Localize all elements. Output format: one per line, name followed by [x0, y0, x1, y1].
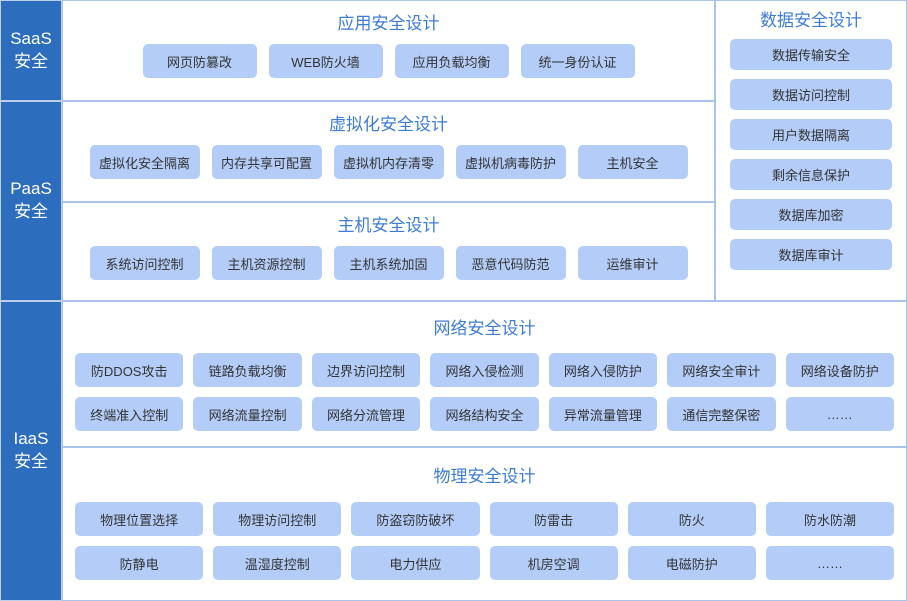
chip-data-4[interactable]: 数据库加密 [730, 199, 892, 230]
chip-physical-r2-5[interactable]: …… [765, 546, 895, 580]
chip-host-1[interactable]: 主机资源控制 [211, 246, 322, 280]
panel-physical-security: 物理安全设计 物理位置选择 物理访问控制 防盗窃防破坏 防雷击 防火 防水防潮 … [62, 447, 907, 601]
chip-virtualization-2[interactable]: 虚拟机内存清零 [333, 145, 444, 179]
chip-network-r2-3[interactable]: 网络结构安全 [430, 397, 539, 431]
chip-physical-r1-1[interactable]: 物理访问控制 [213, 502, 342, 536]
panel-data-security: 数据安全设计 数据传输安全 数据访问控制 用户数据隔离 剩余信息保护 数据库加密… [715, 0, 907, 301]
panel-host-security-title: 主机安全设计 [337, 216, 440, 235]
physical-security-row-2: 防静电 温湿度控制 电力供应 机房空调 电磁防护 …… [63, 546, 906, 580]
virtualization-security-row: 虚拟化安全隔离 内存共享可配置 虚拟机内存清零 虚拟机病毒防护 主机安全 [63, 145, 714, 179]
rail-iaas-line1: IaaS [13, 429, 49, 449]
panel-virtualization-security: 虚拟化安全设计 虚拟化安全隔离 内存共享可配置 虚拟机内存清零 虚拟机病毒防护 … [62, 101, 715, 202]
chip-network-r2-0[interactable]: 终端准入控制 [75, 397, 184, 431]
chip-physical-r2-2[interactable]: 电力供应 [351, 546, 480, 580]
panel-physical-security-title: 物理安全设计 [433, 467, 536, 486]
chip-physical-r1-3[interactable]: 防雷击 [489, 502, 618, 536]
panel-network-security: 网络安全设计 防DDOS攻击 链路负载均衡 边界访问控制 网络入侵检测 网络入侵… [62, 301, 907, 447]
panel-application-security: 应用安全设计 网页防篡改 WEB防火墙 应用负载均衡 统一身份认证 [62, 0, 715, 101]
chip-virtualization-4[interactable]: 主机安全 [577, 145, 688, 179]
chip-network-r1-5[interactable]: 网络安全审计 [667, 353, 776, 387]
chip-network-r1-0[interactable]: 防DDOS攻击 [75, 353, 184, 387]
rail-paas-line2: 安全 [14, 202, 48, 221]
chip-data-1[interactable]: 数据访问控制 [730, 79, 892, 110]
chip-application-2[interactable]: 应用负载均衡 [394, 44, 509, 78]
physical-security-row-1: 物理位置选择 物理访问控制 防盗窃防破坏 防雷击 防火 防水防潮 [63, 502, 906, 536]
panel-data-security-title: 数据安全设计 [760, 11, 862, 30]
chip-network-r2-2[interactable]: 网络分流管理 [311, 397, 421, 431]
chip-network-r1-3[interactable]: 网络入侵检测 [430, 353, 539, 387]
chip-network-r1-4[interactable]: 网络入侵防护 [548, 353, 658, 387]
rail-paas: PaaS 安全 [0, 101, 62, 301]
panel-host-security: 主机安全设计 系统访问控制 主机资源控制 主机系统加固 恶意代码防范 运维审计 [62, 202, 715, 301]
chip-data-0[interactable]: 数据传输安全 [730, 39, 892, 70]
chip-physical-r2-1[interactable]: 温湿度控制 [213, 546, 342, 580]
rail-paas-line1: PaaS [10, 179, 52, 199]
chip-application-0[interactable]: 网页防篡改 [142, 44, 257, 78]
panel-network-security-title: 网络安全设计 [433, 319, 536, 338]
chip-application-1[interactable]: WEB防火墙 [268, 44, 383, 78]
panel-application-security-title: 应用安全设计 [337, 14, 440, 33]
network-security-row-1: 防DDOS攻击 链路负载均衡 边界访问控制 网络入侵检测 网络入侵防护 网络安全… [63, 353, 906, 387]
chip-host-0[interactable]: 系统访问控制 [89, 246, 200, 280]
chip-physical-r2-0[interactable]: 防静电 [75, 546, 204, 580]
chip-network-r2-1[interactable]: 网络流量控制 [193, 397, 302, 431]
rail-saas-line1: SaaS [10, 28, 52, 48]
chip-virtualization-3[interactable]: 虚拟机病毒防护 [455, 145, 566, 179]
rail-saas: SaaS 安全 [0, 0, 62, 101]
chip-application-3[interactable]: 统一身份认证 [520, 44, 635, 78]
chip-network-r1-1[interactable]: 链路负载均衡 [193, 353, 302, 387]
chip-host-2[interactable]: 主机系统加固 [333, 246, 444, 280]
rail-saas-line2: 安全 [14, 51, 48, 71]
chip-host-3[interactable]: 恶意代码防范 [455, 246, 566, 280]
chip-data-2[interactable]: 用户数据隔离 [730, 119, 892, 150]
chip-physical-r2-4[interactable]: 电磁防护 [627, 546, 756, 580]
chip-virtualization-1[interactable]: 内存共享可配置 [211, 145, 322, 179]
chip-network-r1-2[interactable]: 边界访问控制 [311, 353, 421, 387]
data-security-list: 数据传输安全 数据访问控制 用户数据隔离 剩余信息保护 数据库加密 数据库审计 [716, 39, 906, 270]
chip-data-3[interactable]: 剩余信息保护 [730, 159, 892, 190]
chip-data-5[interactable]: 数据库审计 [730, 239, 892, 270]
chip-physical-r1-4[interactable]: 防火 [627, 502, 756, 536]
chip-network-r2-6[interactable]: …… [785, 397, 894, 431]
chip-network-r2-4[interactable]: 异常流量管理 [548, 397, 658, 431]
network-security-row-2: 终端准入控制 网络流量控制 网络分流管理 网络结构安全 异常流量管理 通信完整保… [63, 397, 906, 431]
chip-host-4[interactable]: 运维审计 [577, 246, 688, 280]
chip-physical-r1-5[interactable]: 防水防潮 [765, 502, 895, 536]
rail-iaas: IaaS 安全 [0, 301, 62, 601]
panel-virtualization-security-title: 虚拟化安全设计 [329, 115, 448, 134]
application-security-row: 网页防篡改 WEB防火墙 应用负载均衡 统一身份认证 [63, 44, 714, 78]
chip-network-r2-5[interactable]: 通信完整保密 [667, 397, 776, 431]
chip-physical-r1-0[interactable]: 物理位置选择 [75, 502, 204, 536]
chip-network-r1-6[interactable]: 网络设备防护 [785, 353, 894, 387]
chip-physical-r1-2[interactable]: 防盗窃防破坏 [351, 502, 480, 536]
chip-virtualization-0[interactable]: 虚拟化安全隔离 [89, 145, 200, 179]
host-security-row: 系统访问控制 主机资源控制 主机系统加固 恶意代码防范 运维审计 [63, 246, 714, 280]
rail-iaas-line2: 安全 [14, 452, 48, 471]
chip-physical-r2-3[interactable]: 机房空调 [489, 546, 618, 580]
